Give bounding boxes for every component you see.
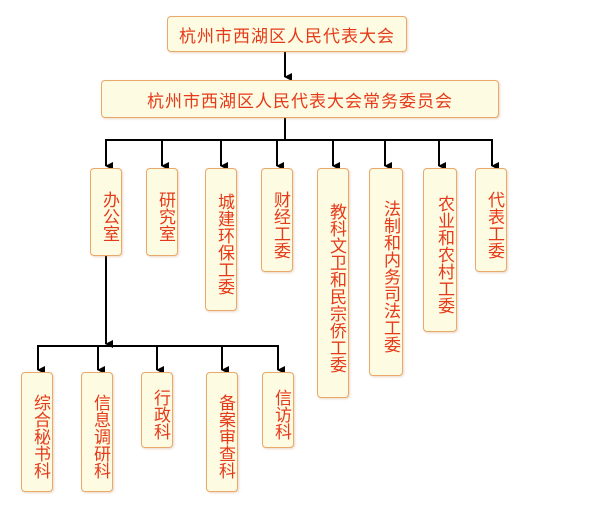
section-petition-label: 信访科: [271, 389, 291, 440]
dept-urban-box: 城建环保工委: [205, 168, 237, 311]
dept-legal-box: 法制和内务司法工委: [369, 168, 403, 376]
dept-legal-label: 法制和内务司法工委: [380, 200, 400, 353]
dept-education-box: 教科文卫和民宗侨工委: [317, 168, 349, 398]
section-admin-label: 行政科: [150, 389, 170, 440]
dept-office-box: 办公室: [90, 168, 122, 256]
dept-urban-label: 城建环保工委: [214, 193, 234, 295]
dept-finance-box: 财经工委: [261, 168, 293, 272]
people-congress-label: 杭州市西湖区人民代表大会: [179, 26, 395, 47]
standing-committee-box: 杭州市西湖区人民代表大会常务委员会: [101, 80, 499, 118]
dept-deputy-box: 代表工委: [475, 168, 507, 272]
section-secretariat-label: 综合秘书科: [30, 394, 50, 479]
dept-agriculture-label: 农业和农村工委: [434, 195, 454, 314]
section-info-label: 信息调研科: [90, 394, 110, 479]
section-filing-label: 备案审查科: [215, 394, 235, 479]
dept-research-box: 研究室: [146, 168, 178, 256]
dept-research-label: 研究室: [155, 191, 175, 242]
people-congress-box: 杭州市西湖区人民代表大会: [167, 16, 407, 52]
dept-education-label: 教科文卫和民宗侨工委: [326, 202, 346, 373]
dept-agriculture-box: 农业和农村工委: [423, 168, 457, 332]
section-filing-box: 备案审查科: [206, 372, 238, 492]
section-secretariat-box: 综合秘书科: [21, 372, 53, 492]
section-info-box: 信息调研科: [81, 372, 113, 492]
standing-committee-label: 杭州市西湖区人民代表大会常务委员会: [147, 91, 453, 112]
dept-office-label: 办公室: [99, 191, 119, 242]
dept-finance-label: 财经工委: [270, 190, 290, 259]
section-admin-box: 行政科: [141, 372, 173, 448]
dept-deputy-label: 代表工委: [484, 190, 504, 259]
section-petition-box: 信访科: [262, 372, 294, 448]
